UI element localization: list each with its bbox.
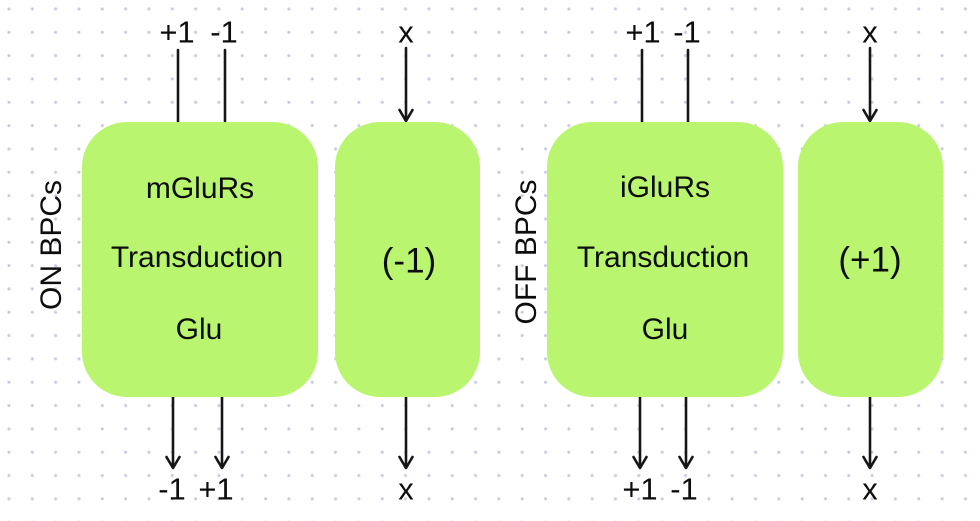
- off-transmitter-label: Glu: [641, 313, 689, 346]
- on-input-minus-label: -1: [210, 14, 238, 50]
- off-gain-box: [798, 122, 943, 397]
- off-output-left-label: +1: [622, 471, 658, 507]
- flow-arrow: [398, 395, 414, 470]
- off-gain-output-label: x: [862, 471, 878, 507]
- off-bpc-box: [547, 122, 783, 397]
- on-receptor-label: mGluRs: [145, 172, 255, 205]
- off-output-right-label: -1: [670, 471, 698, 507]
- off-receptor-label: iGluRs: [619, 171, 711, 204]
- off-input-minus-label: -1: [673, 14, 701, 50]
- on-gain-label: (-1): [381, 241, 437, 281]
- off-side-label: OFF BPCs: [510, 179, 543, 325]
- off-gain-label: (+1): [838, 240, 902, 280]
- on-gain-output-label: x: [398, 471, 414, 507]
- off-transduction-label: Transduction: [576, 241, 750, 274]
- on-transmitter-label: Glu: [175, 313, 223, 346]
- on-output-left-label: -1: [158, 471, 186, 507]
- on-input-plus-label: +1: [159, 14, 195, 50]
- flow-arrow: [398, 46, 414, 123]
- flow-arrow: [862, 46, 878, 123]
- on-gain-input-label: x: [398, 14, 414, 50]
- flow-arrow: [862, 395, 878, 470]
- on-bpc-box: [82, 122, 318, 397]
- off-gain-input-label: x: [862, 14, 878, 50]
- off-input-plus-label: +1: [625, 14, 661, 50]
- on-transduction-label: Transduction: [110, 241, 284, 274]
- on-gain-box: [335, 122, 480, 397]
- on-output-right-label: +1: [198, 471, 234, 507]
- on-side-label: ON BPCs: [35, 179, 68, 311]
